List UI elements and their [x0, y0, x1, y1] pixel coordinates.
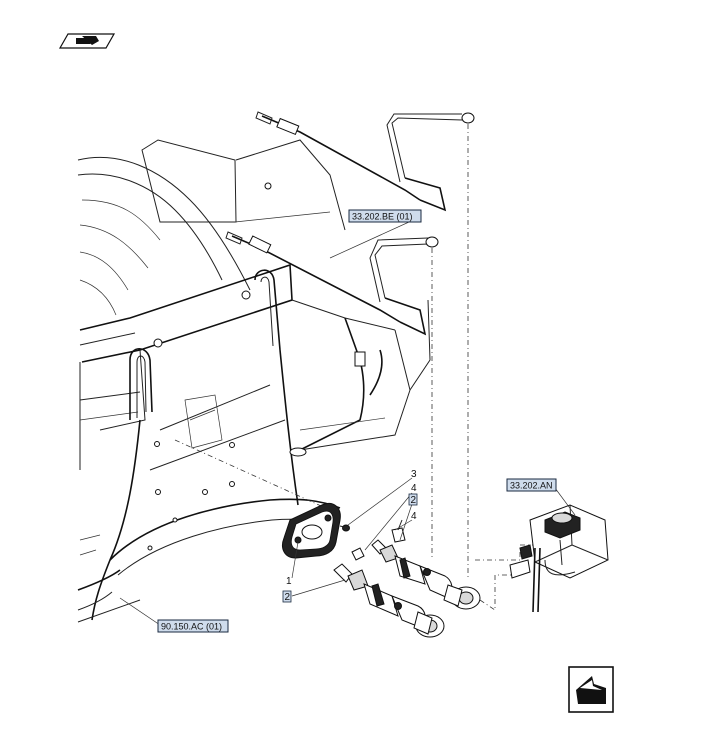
- ref-tag-bleed-line[interactable]: 33.202.BE (01): [348, 209, 422, 223]
- ref-tag-reservoir-label: 33.202.AN: [510, 481, 553, 491]
- callout-gasket: 1: [286, 576, 292, 587]
- clutch-cylinder-lower: [333, 563, 445, 638]
- svg-text:2: 2: [285, 592, 291, 603]
- clevis-fork-lower: [351, 547, 365, 561]
- mounting-gasket: [282, 503, 341, 559]
- callout-cylinder-lower: 2: [282, 590, 292, 603]
- clutch-bleed-pipes: [225, 111, 475, 336]
- callout-screw: 3: [411, 469, 417, 480]
- book-pointer-icon[interactable]: [58, 33, 116, 49]
- clevis-fork-upper: [391, 519, 406, 543]
- callout-fork-upper: 4: [411, 511, 417, 522]
- fluid-reservoir: [509, 504, 609, 613]
- ref-tag-bleed-line-label: 33.202.BE (01): [352, 212, 413, 222]
- ref-tag-reservoir[interactable]: 33.202.AN: [506, 478, 557, 492]
- leader-lines: [119, 216, 576, 626]
- next-page-arrow-icon[interactable]: [568, 666, 614, 713]
- screw: [339, 524, 350, 532]
- callout-cylinder-upper: 2: [408, 493, 418, 506]
- svg-text:2: 2: [411, 495, 417, 506]
- clutch-cylinder-upper: [371, 539, 481, 610]
- assembly-lines: [174, 124, 540, 611]
- ref-tag-frame-label: 90.150.AC (01): [161, 622, 222, 632]
- cab-frame: [77, 139, 431, 623]
- ref-tag-frame[interactable]: 90.150.AC (01): [157, 619, 229, 633]
- callout-fork-lower: 4: [411, 483, 417, 494]
